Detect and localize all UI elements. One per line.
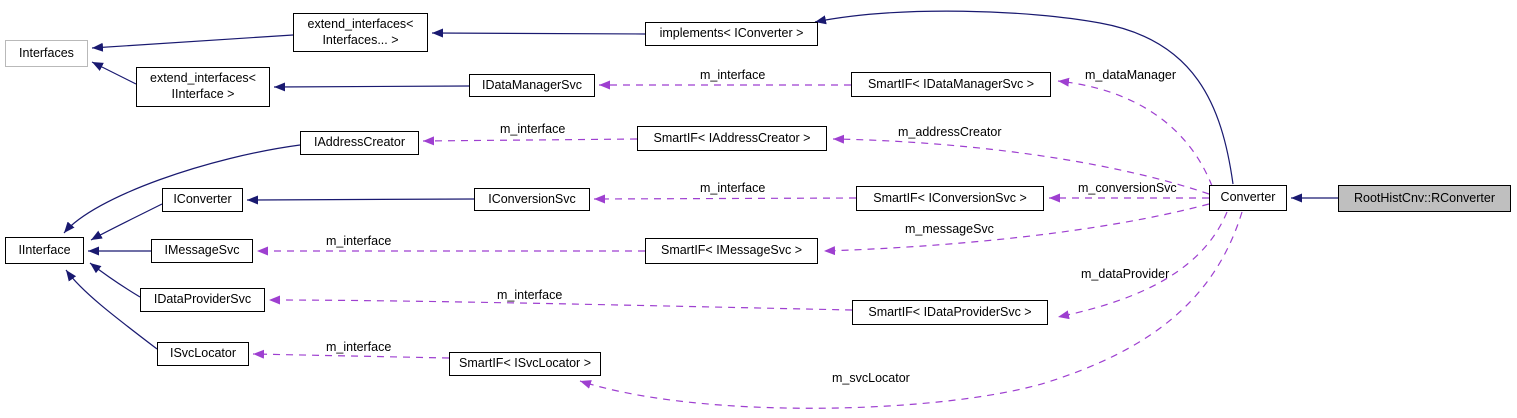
edge-label-m-svclocator: m_svcLocator (832, 371, 910, 385)
node-extend-interfaces-variadic[interactable]: extend_interfaces< Interfaces... > (293, 13, 428, 52)
node-idataprovidersvc[interactable]: IDataProviderSvc (140, 288, 265, 312)
edge-converter-to-smartifsvclocator (579, 211, 1243, 409)
edge-idataprovidersvc-to-iinterface (89, 262, 141, 298)
edge-converter-to-smartifmessagesvc (823, 203, 1210, 256)
node-smartif-iaddresscreator[interactable]: SmartIF< IAddressCreator > (637, 126, 827, 151)
edge-converter-to-smartifdataprovider (1057, 211, 1228, 320)
node-iaddresscreator[interactable]: IAddressCreator (300, 131, 419, 155)
edge-idatamanagersvc-to-extendiinterface (273, 82, 470, 92)
edge-converter-to-smartifdatamanager (1057, 77, 1213, 187)
edge-label-m-interface-addresscreator: m_interface (500, 122, 566, 136)
edge-iaddresscreator-to-iinterface (63, 144, 301, 234)
edge-label-m-interface-messagesvc: m_interface (326, 234, 392, 248)
node-interfaces: Interfaces (5, 40, 88, 67)
edge-smartifsvclocator-to-isvclocator (252, 349, 450, 359)
edge-label-m-dataprovider: m_dataProvider (1081, 267, 1170, 281)
node-iinterface[interactable]: IInterface (5, 237, 84, 264)
node-iconversionsvc[interactable]: IConversionSvc (474, 188, 590, 211)
edge-label-m-interface-dataprovider: m_interface (497, 288, 563, 302)
edge-label-m-interface-svclocator: m_interface (326, 340, 392, 354)
edge-iconverter-to-iinterface (90, 203, 163, 241)
node-smartif-isvclocator[interactable]: SmartIF< ISvcLocator > (449, 352, 601, 376)
edge-smartifaddresscreator-to-iaddresscreator (422, 136, 638, 146)
node-imessagesvc[interactable]: IMessageSvc (151, 239, 253, 263)
edge-isvclocator-to-iinterface (65, 269, 158, 350)
node-smartif-idataprovidersvc[interactable]: SmartIF< IDataProviderSvc > (852, 300, 1048, 325)
node-smartif-iconversionsvc[interactable]: SmartIF< IConversionSvc > (856, 186, 1044, 211)
node-implements-iconverter[interactable]: implements< IConverter > (645, 22, 818, 46)
edge-implements-to-extendvariadic (431, 28, 646, 38)
edge-extendiinterface-to-interfaces (91, 61, 137, 85)
edge-extendvariadic-to-interfaces (91, 34, 294, 52)
edge-smartifconversionsvc-to-iconversionsvc (593, 194, 857, 204)
edge-iconversionsvc-to-iconverter (246, 195, 475, 205)
edge-smartifdataprovider-to-idataprovidersvc (268, 295, 853, 311)
edge-label-m-conversionsvc: m_conversionSvc (1078, 181, 1177, 195)
edge-label-m-addresscreator: m_addressCreator (898, 125, 1002, 139)
node-iconverter[interactable]: IConverter (162, 188, 243, 212)
edge-label-m-interface-conversionsvc: m_interface (700, 181, 766, 195)
node-converter[interactable]: Converter (1209, 185, 1287, 211)
node-smartif-imessagesvc[interactable]: SmartIF< IMessageSvc > (645, 238, 818, 264)
edge-label-m-messagesvc: m_messageSvc (905, 222, 994, 236)
node-roothistcnv-rconverter: RootHistCnv::RConverter (1338, 185, 1511, 212)
edge-label-m-interface-datamanager: m_interface (700, 68, 766, 82)
node-extend-interfaces-iinterface[interactable]: extend_interfaces< IInterface > (136, 67, 270, 107)
edge-converter-to-implements (814, 10, 1234, 185)
node-isvclocator[interactable]: ISvcLocator (157, 342, 249, 366)
node-smartif-idatamanagersvc[interactable]: SmartIF< IDataManagerSvc > (851, 72, 1051, 97)
edge-label-m-datamanager: m_dataManager (1085, 68, 1177, 82)
node-idatamanagersvc[interactable]: IDataManagerSvc (469, 74, 595, 97)
